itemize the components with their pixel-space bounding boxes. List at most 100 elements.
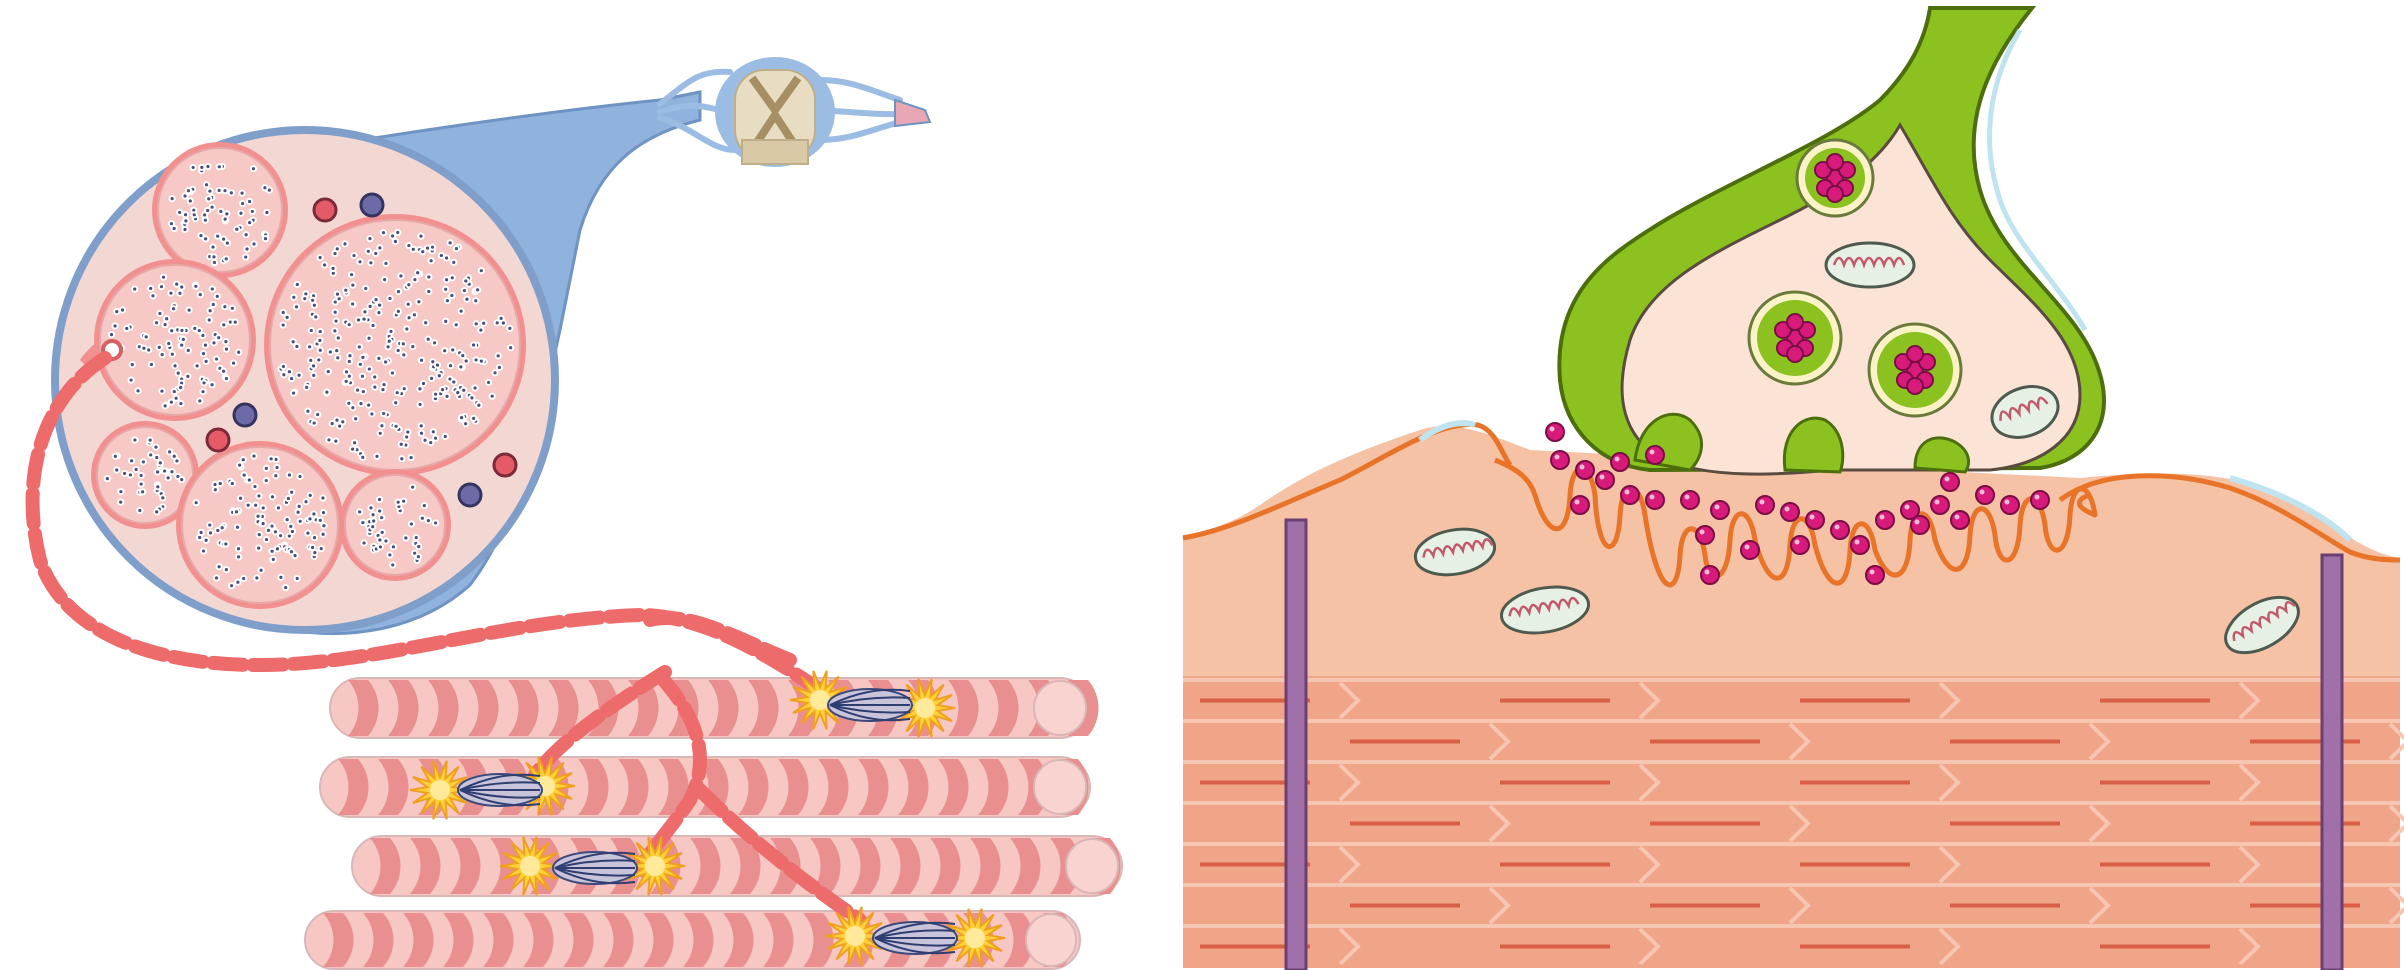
axon-core xyxy=(341,420,344,423)
axon-core xyxy=(270,550,273,553)
axon-core xyxy=(236,526,239,529)
axon-core xyxy=(243,473,246,476)
axon-core xyxy=(141,490,144,493)
axon-core xyxy=(289,525,292,528)
axon-core xyxy=(427,519,430,522)
axon-core xyxy=(477,404,480,407)
axon-core xyxy=(251,210,254,213)
axon-core xyxy=(407,316,410,319)
axon-core xyxy=(451,276,454,279)
axon-core xyxy=(180,478,183,481)
axon-core xyxy=(432,430,435,433)
axon-core xyxy=(288,370,291,373)
axon-core xyxy=(502,321,505,324)
axon-core xyxy=(426,246,429,249)
axon-core xyxy=(215,357,218,360)
axon-core xyxy=(170,470,173,473)
neurotransmitter-highlight xyxy=(1955,515,1960,520)
axon-core xyxy=(184,219,187,222)
axon-core xyxy=(407,244,410,247)
axon-core xyxy=(475,358,478,361)
axon-core xyxy=(351,302,354,305)
axon-core xyxy=(202,381,205,384)
axon-core xyxy=(316,413,319,416)
axon-core xyxy=(204,237,207,240)
neurotransmitter xyxy=(1951,511,1969,529)
axon-core xyxy=(351,406,354,409)
axon-core xyxy=(455,247,458,250)
axon-core xyxy=(163,469,166,472)
axon-core xyxy=(461,354,464,357)
axon-core xyxy=(434,521,437,524)
axon-core xyxy=(404,536,407,539)
axon-core xyxy=(336,292,339,295)
axon-core xyxy=(491,395,494,398)
neurotransmitter-highlight xyxy=(1700,530,1705,535)
axon-core xyxy=(310,329,313,332)
axon-core xyxy=(371,525,374,528)
axon-core xyxy=(175,283,178,286)
axon-core xyxy=(413,278,416,281)
axon-core xyxy=(173,455,176,458)
axon-core xyxy=(470,396,473,399)
axon-core xyxy=(167,342,170,345)
axon-core xyxy=(214,488,217,491)
axon-core xyxy=(209,309,212,312)
axon-core xyxy=(163,323,166,326)
axon-core xyxy=(242,458,245,461)
axon-core xyxy=(265,538,268,541)
axon-core xyxy=(378,498,381,501)
fiber-end xyxy=(1034,681,1086,735)
axon-core xyxy=(175,459,178,462)
axon-core xyxy=(179,386,182,389)
axon-core xyxy=(202,352,205,355)
axon-core xyxy=(239,212,242,215)
axon-core xyxy=(115,310,118,313)
axon-core xyxy=(382,231,385,234)
axon-core xyxy=(309,359,312,362)
axon-core xyxy=(335,418,338,421)
axon-core xyxy=(394,425,397,428)
axon-core xyxy=(276,547,279,550)
axon-core xyxy=(260,569,263,572)
axon-core xyxy=(264,237,267,240)
axon-core xyxy=(267,529,270,532)
neurotransmitter xyxy=(1851,536,1869,554)
axon-core xyxy=(254,504,257,507)
axon-core xyxy=(206,165,209,168)
axon-core xyxy=(313,304,316,307)
axon-core xyxy=(361,356,364,359)
axon-core xyxy=(381,531,384,534)
axon-core xyxy=(194,285,197,288)
axon-core xyxy=(322,511,325,514)
axon-core xyxy=(427,338,430,341)
neurotransmitter-highlight xyxy=(1615,457,1620,462)
axon-core xyxy=(286,316,289,319)
axon-core xyxy=(110,333,113,336)
axon-core xyxy=(335,349,338,352)
axon-core xyxy=(334,440,337,443)
axon-core xyxy=(388,553,391,556)
axon-core xyxy=(308,517,311,520)
neurotransmitter xyxy=(1646,446,1664,464)
axon-core xyxy=(407,283,410,286)
axon-core xyxy=(338,424,341,427)
axon-core xyxy=(170,222,173,225)
axon-core xyxy=(155,456,158,459)
axon-core xyxy=(170,329,173,332)
neurotransmitter-highlight xyxy=(1905,505,1910,510)
axon-core xyxy=(418,387,421,390)
axon-core xyxy=(271,495,274,498)
neurotransmitter-highlight xyxy=(2035,495,2040,500)
neurotransmitter xyxy=(1911,516,1929,534)
axon-core xyxy=(203,213,206,216)
axon-core xyxy=(380,424,383,427)
axon-core xyxy=(381,388,384,391)
axon-core xyxy=(232,362,235,365)
neurotransmitter xyxy=(1546,423,1564,441)
axon-core xyxy=(382,412,385,415)
axon-core xyxy=(322,524,325,527)
axon-core xyxy=(448,241,451,244)
axon-core xyxy=(265,211,268,214)
axon-core xyxy=(274,474,277,477)
